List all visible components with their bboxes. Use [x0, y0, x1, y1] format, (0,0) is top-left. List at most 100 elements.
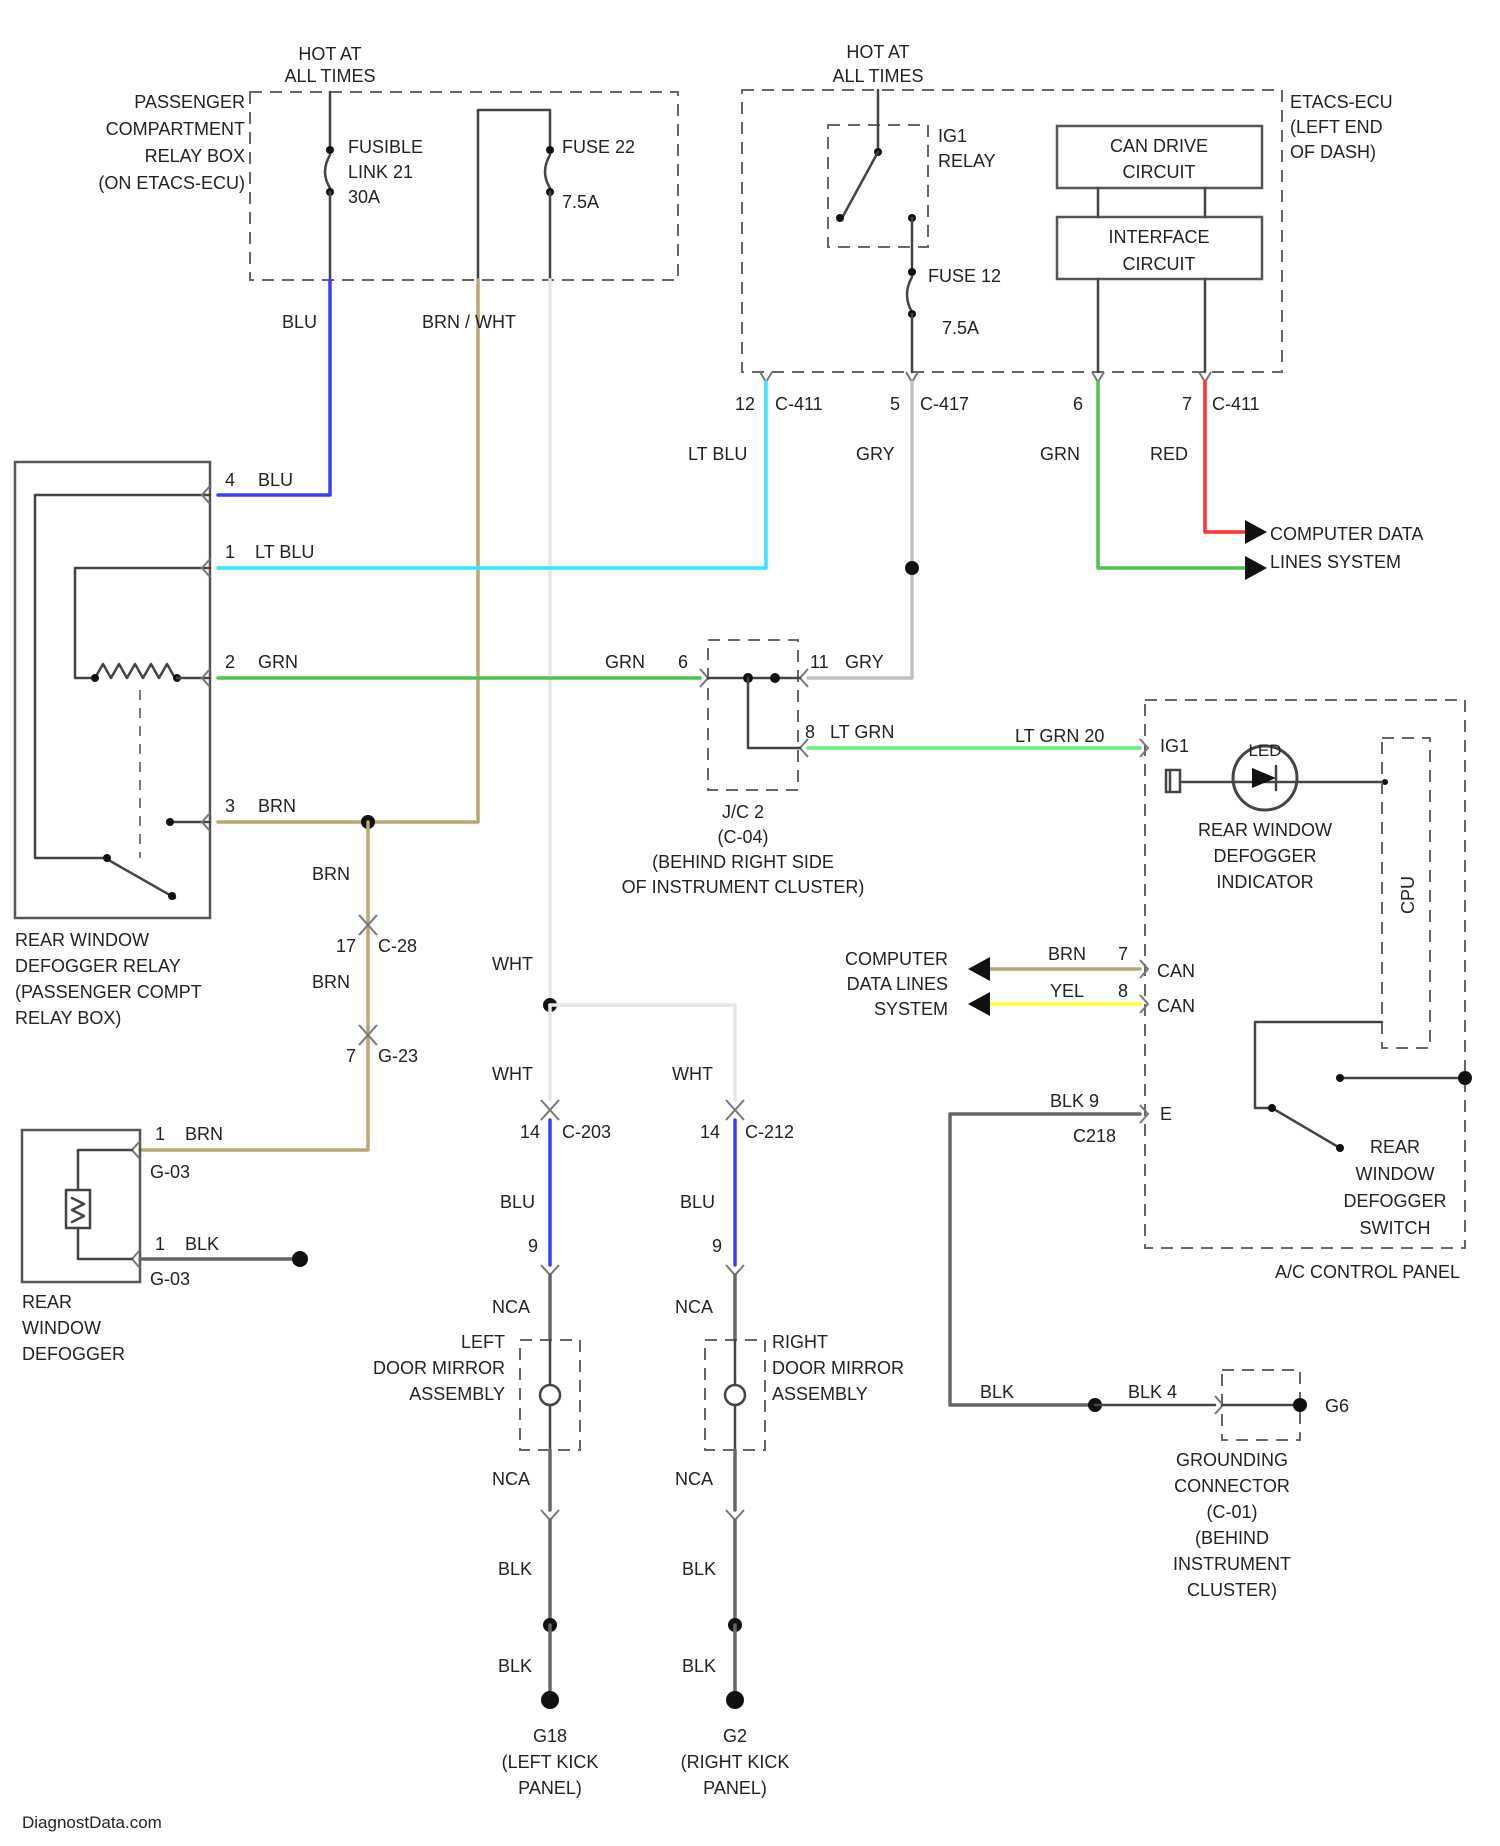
wire-label: WHT	[672, 1064, 713, 1084]
pin-number: 4	[225, 470, 235, 490]
pin-number: 1	[155, 1234, 165, 1254]
defogger-label: REAR	[22, 1292, 72, 1312]
computer-data-label: COMPUTER	[845, 949, 948, 969]
relay-label: RELAY BOX)	[15, 1008, 121, 1028]
passenger-relay-box: HOT AT ALL TIMES PASSENGER COMPARTMENT R…	[98, 44, 678, 280]
arrow-icon	[968, 992, 990, 1016]
mirror-label: DOOR MIRROR	[772, 1358, 904, 1378]
wire-label: BLK	[682, 1656, 716, 1676]
can-label: CAN	[1157, 961, 1195, 981]
rear-window-defogger: 1 BRN G-03 1 BLK G-03 REAR WINDOW DEFOGG…	[22, 1124, 223, 1364]
ground-label: (RIGHT KICK	[681, 1752, 790, 1772]
wire-blk-ground	[950, 1114, 1140, 1405]
pin-number: 17	[336, 936, 356, 956]
wire-label: YEL	[1050, 981, 1084, 1001]
wire-label: WHT	[492, 1064, 533, 1084]
grounding-label: CONNECTOR	[1174, 1476, 1290, 1496]
ground-icon	[541, 1691, 559, 1709]
wire-label: GRY	[845, 652, 884, 672]
can-drive-circuit: CIRCUIT	[1123, 162, 1196, 182]
arrow-icon	[1245, 556, 1267, 580]
fuse-22-label: 7.5A	[562, 192, 599, 212]
pin-number: 12	[735, 394, 755, 414]
computer-data-label: LINES SYSTEM	[1270, 552, 1401, 572]
relay-box-label: (ON ETACS-ECU)	[98, 173, 245, 193]
wire-label: BRN	[312, 864, 350, 884]
wire-label: BRN	[312, 972, 350, 992]
wire-label: BLK	[498, 1559, 532, 1579]
pin-number: 11	[810, 652, 829, 672]
wire-gry	[808, 382, 912, 678]
hot-at-all-times-label: HOT AT	[846, 42, 909, 62]
wire-label: NCA	[492, 1297, 530, 1317]
pin-number: 6	[1073, 394, 1083, 414]
ig1-label: IG1	[1160, 736, 1189, 756]
wire-label: BLK	[682, 1559, 716, 1579]
wire-label: LT BLU	[688, 444, 747, 464]
pin-label: BLK 9	[1050, 1091, 1099, 1111]
computer-data-label: DATA LINES	[847, 974, 948, 994]
arrow-icon	[968, 957, 990, 981]
defogger-label: WINDOW	[22, 1318, 101, 1338]
connector-id: C-411	[1212, 394, 1260, 414]
grounding-label: INSTRUMENT	[1173, 1554, 1291, 1574]
pin-number: 1	[155, 1124, 165, 1144]
etacs-label: OF DASH)	[1290, 142, 1376, 162]
switch-label: SWITCH	[1360, 1218, 1431, 1238]
pin-number: 14	[520, 1122, 540, 1142]
connector-id: C218	[1073, 1126, 1116, 1146]
fuse-12-label: FUSE 12	[928, 266, 1001, 286]
wire-label: BLK	[980, 1382, 1014, 1402]
pin-color: BRN	[258, 796, 296, 816]
grounding-label: GROUNDING	[1176, 1450, 1288, 1470]
pin-number: 14	[700, 1122, 720, 1142]
defogger-label: DEFOGGER	[22, 1344, 125, 1364]
wire-lt-blu	[218, 382, 766, 568]
interface-circuit: INTERFACE	[1108, 227, 1209, 247]
hot-at-all-times-label: ALL TIMES	[284, 66, 375, 86]
pin-number: 8	[1118, 981, 1128, 1001]
led-label: LED	[1248, 741, 1281, 760]
wire-label: GRN	[1040, 444, 1080, 464]
pin-number: 6	[678, 652, 688, 672]
mirror-label: DOOR MIRROR	[373, 1358, 505, 1378]
etacs-ecu: HOT AT ALL TIMES ETACS-ECU (LEFT END OF …	[735, 42, 1393, 414]
relay-label: (PASSENGER COMPT	[15, 982, 202, 1002]
wire-label: BLU	[680, 1192, 715, 1212]
wire-label: BRN	[1048, 944, 1086, 964]
connector-id: G-23	[378, 1046, 418, 1066]
pin-number: 8	[805, 722, 815, 742]
mirror-label: ASSEMBLY	[772, 1384, 868, 1404]
switch-label: REAR	[1370, 1137, 1420, 1157]
fusible-link-label: 30A	[348, 187, 380, 207]
hot-at-all-times-label: ALL TIMES	[832, 66, 923, 86]
connector-id: C-203	[562, 1122, 611, 1142]
hot-at-all-times-label: HOT AT	[298, 44, 361, 64]
indicator-label: INDICATOR	[1216, 872, 1313, 892]
pin-number: 9	[528, 1236, 538, 1256]
mirror-label: RIGHT	[772, 1332, 828, 1352]
pin-number: 3	[225, 796, 235, 816]
pin-number: 7	[1182, 394, 1192, 414]
computer-data-label: COMPUTER DATA	[1270, 524, 1423, 544]
pin-color: BLU	[258, 470, 293, 490]
pin-number: 7	[346, 1046, 356, 1066]
connector-id: G-03	[150, 1162, 190, 1182]
fusible-link-label: LINK 21	[348, 162, 413, 182]
connector-id: C-417	[920, 394, 969, 414]
connector-id: C-28	[378, 936, 417, 956]
fuse-22-label: FUSE 22	[562, 137, 635, 157]
ground-label: PANEL)	[518, 1778, 582, 1798]
heater-element-icon	[66, 1190, 90, 1228]
arrow-icon	[1245, 520, 1267, 544]
footer-watermark: DiagnostData.com	[22, 1813, 162, 1832]
wire-label: RED	[1150, 444, 1188, 464]
pin-number: 7	[1118, 944, 1128, 964]
connector-id: G-03	[150, 1269, 190, 1289]
wire-label: BLU	[282, 312, 317, 332]
wire-label: GRN	[605, 652, 645, 672]
ground-id: G6	[1325, 1396, 1349, 1416]
jc2-label: OF INSTRUMENT CLUSTER)	[622, 877, 865, 897]
jc2-label: (BEHIND RIGHT SIDE	[652, 852, 834, 872]
